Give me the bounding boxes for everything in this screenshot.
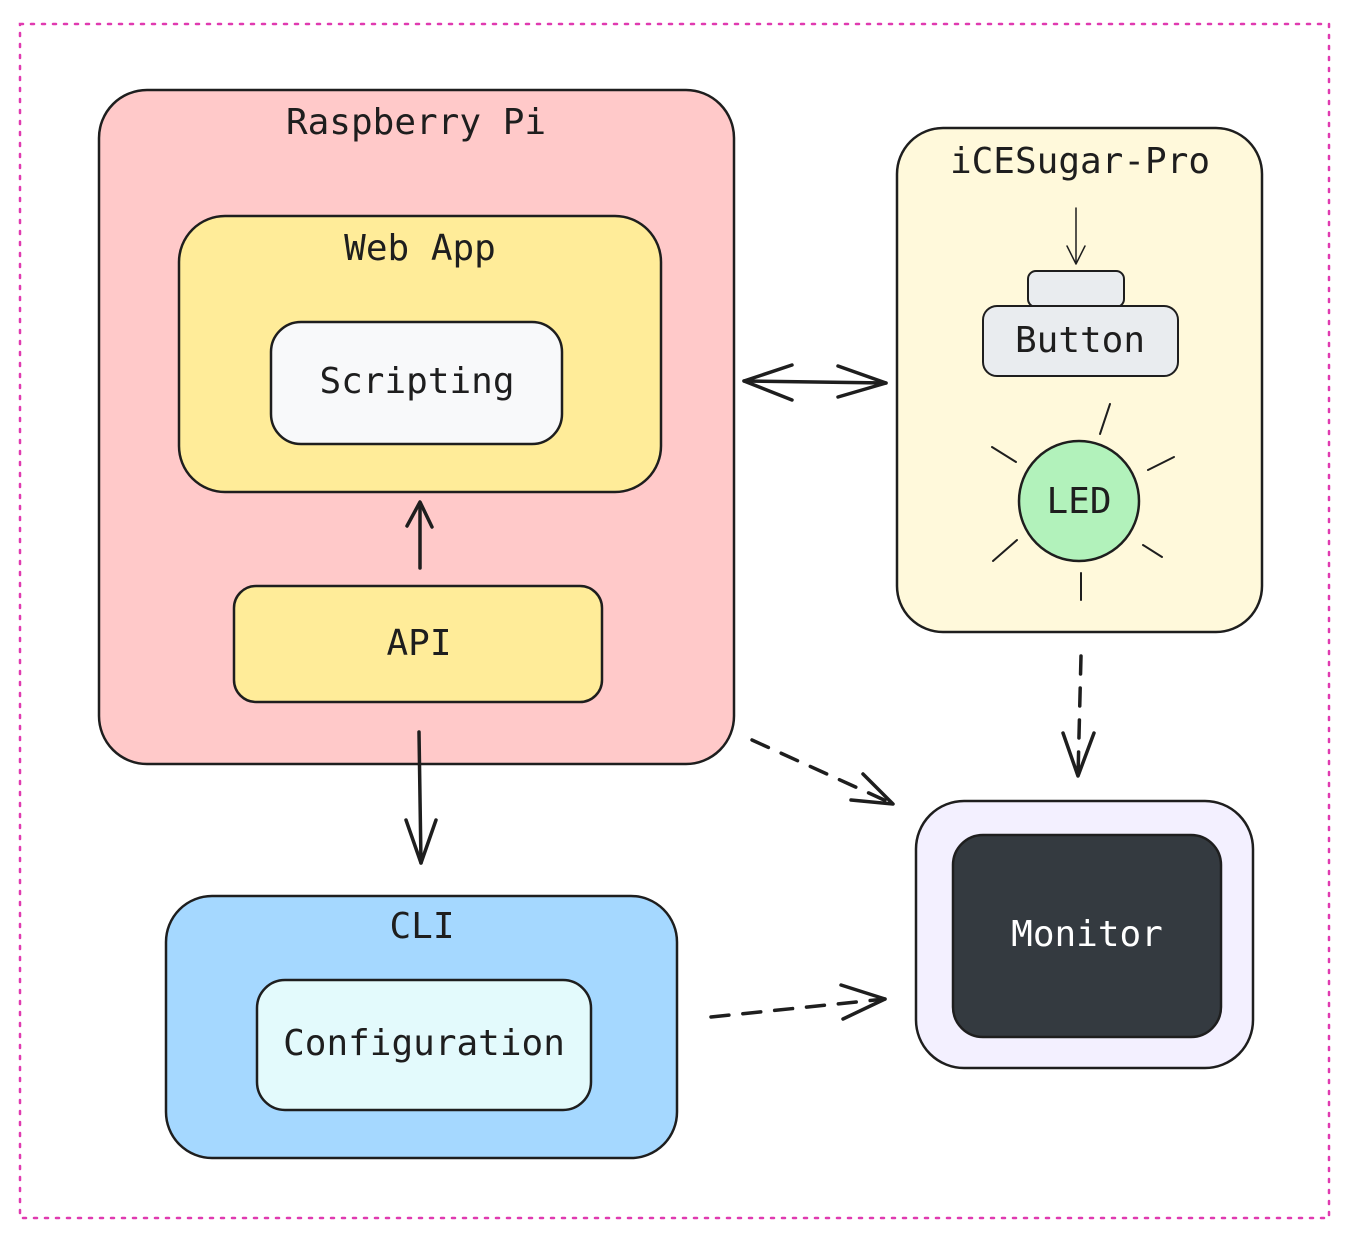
api-label: API: [386, 623, 451, 664]
button-body: [982, 305, 1179, 377]
configuration-node[interactable]: Configuration: [255, 978, 593, 1112]
edge-icesugar-to-monitor: [1061, 654, 1096, 778]
scripting-node[interactable]: Scripting: [269, 320, 564, 446]
monitor-label: Monitor: [1011, 914, 1163, 955]
edge-api-to-cli: [404, 730, 438, 865]
edges: [404, 363, 1096, 1021]
raspberry-pi-label: Raspberry Pi: [286, 102, 546, 143]
edge-raspberry-pi-to-monitor: [750, 738, 895, 806]
configuration-label: Configuration: [283, 1023, 565, 1064]
monitor-node[interactable]: Monitor: [914, 799, 1255, 1070]
button-cap: [1027, 270, 1125, 308]
diagram-frame: [18, 22, 1331, 1220]
light-rays-icon: [991, 403, 1175, 601]
led-label: LED: [1046, 481, 1111, 522]
icesugar-pro-box: [895, 126, 1264, 634]
cli-label: CLI: [389, 906, 454, 947]
configuration-box: [255, 978, 593, 1112]
led-node[interactable]: LED: [991, 403, 1175, 601]
button-node[interactable]: Button: [982, 207, 1179, 377]
led-circle: [1017, 439, 1141, 563]
scripting-label: Scripting: [319, 361, 514, 402]
edge-cli-to-monitor: [709, 983, 887, 1021]
api-node[interactable]: API: [232, 584, 604, 704]
icesugar-pro-node[interactable]: iCESugar-Pro: [895, 126, 1264, 634]
scripting-box: [269, 320, 564, 446]
api-box: [232, 584, 604, 704]
icesugar-pro-label: iCESugar-Pro: [950, 141, 1210, 182]
button-label: Button: [1015, 320, 1145, 361]
edge-raspberry-pi-icesugar-bidirectional: [742, 363, 888, 402]
edge-api-to-web-app: [405, 500, 434, 570]
down-arrow-icon: [1066, 207, 1086, 265]
monitor-screen: [951, 833, 1223, 1039]
web-app-label: Web App: [344, 228, 496, 269]
